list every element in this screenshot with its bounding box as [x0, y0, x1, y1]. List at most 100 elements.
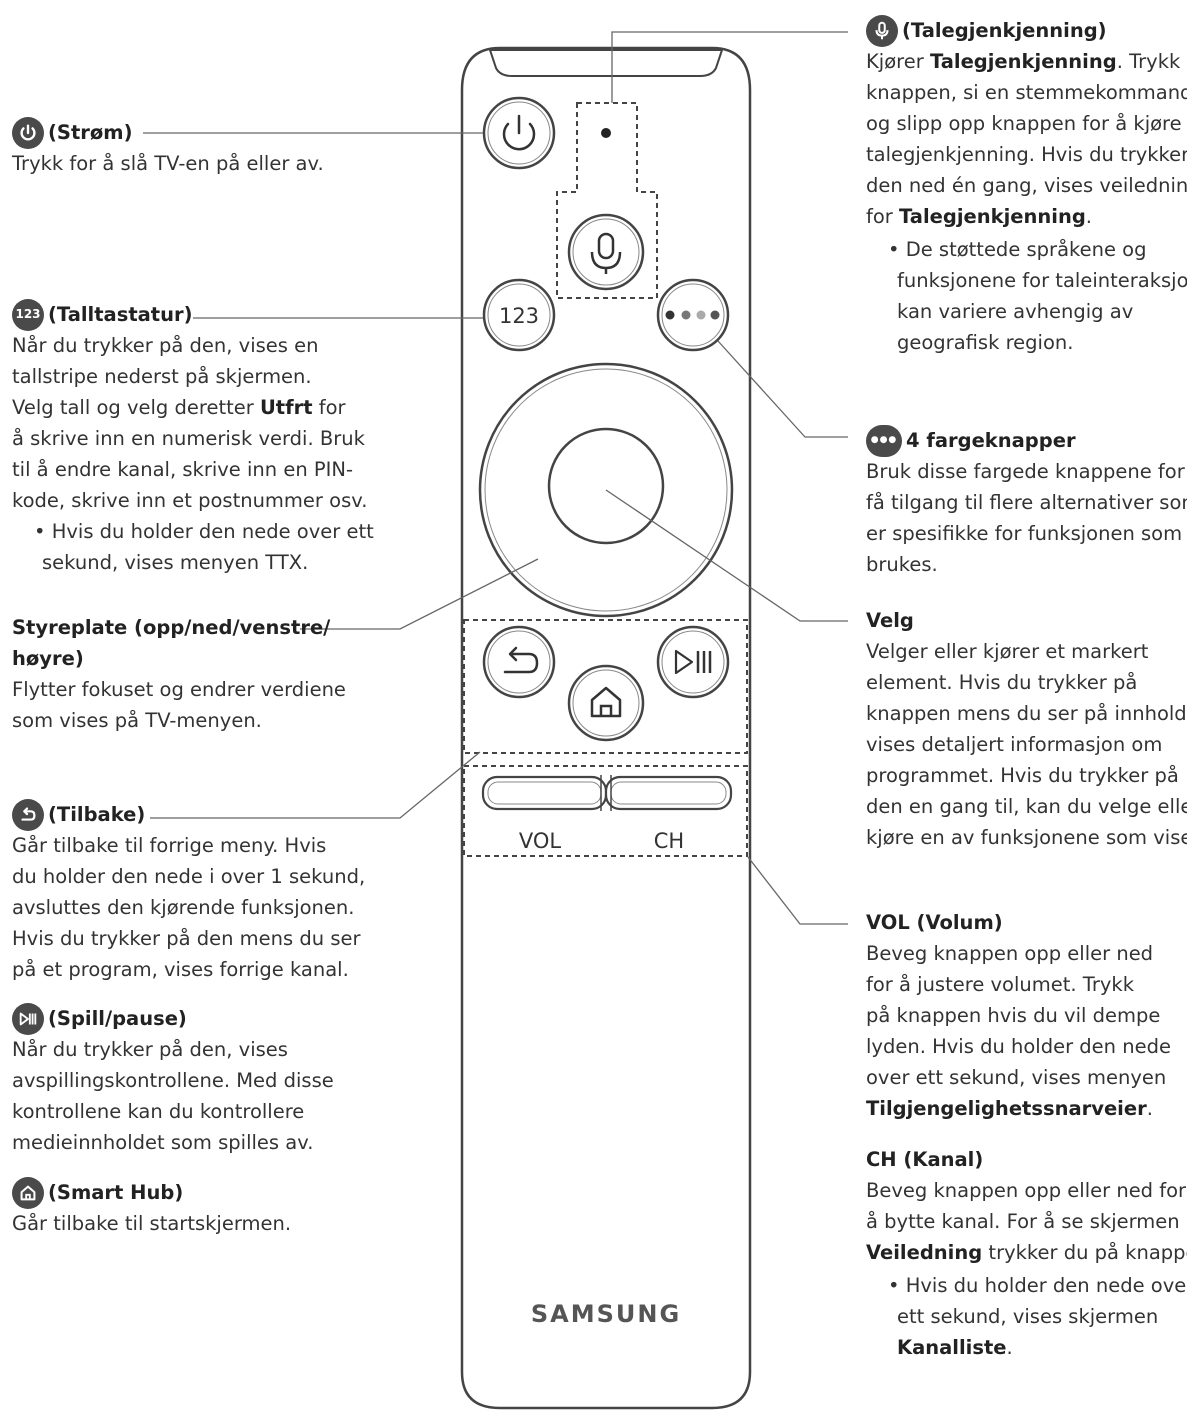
color-buttons-icon: ●●●: [866, 424, 902, 457]
numpad-text: Når du trykker på den, vises en: [12, 334, 319, 357]
color-dot-icon: [696, 310, 706, 320]
playpause-description: (Spill/pause) Når du trykker på den, vis…: [12, 1002, 334, 1158]
playpause-title: (Spill/pause): [48, 1007, 187, 1030]
color-dot-icon: [665, 310, 675, 320]
top-slot: [488, 49, 724, 77]
volume-text: Tilgjengelighetssnarveier.: [866, 1097, 1153, 1120]
back-arrow-icon: [12, 798, 44, 831]
voice-bullet: geografisk region.: [897, 331, 1074, 354]
back-title: (Tilbake): [48, 803, 146, 826]
voice-heading: (Talegjenkjenning): [866, 14, 1187, 47]
colorbuttons-description: ●●● 4 fargeknapper Bruk disse fargede kn…: [866, 424, 1187, 580]
channel-description: CH (Kanal) Beveg knappen opp eller ned f…: [866, 1144, 1187, 1363]
color-buttons[interactable]: [656, 278, 730, 352]
mic-dashed-area: [556, 102, 658, 299]
remote-body: [460, 46, 752, 1410]
voice-title: (Talegjenkjenning): [902, 19, 1107, 42]
numpad-title: (Talltastatur): [48, 303, 193, 326]
playpause-text: kontrollene kan du kontrollere: [12, 1100, 305, 1123]
color-dot-icon: [681, 310, 691, 320]
back-button[interactable]: [482, 625, 556, 699]
touchpad-heading: Styreplate (opp/ned/venstre/: [12, 616, 331, 639]
microphone-icon: [597, 232, 615, 260]
playpause-text: medieinnholdet som spilles av.: [12, 1131, 314, 1154]
leader-lines: [143, 31, 848, 925]
volume-rocker[interactable]: [481, 775, 608, 811]
channel-text: å bytte kanal. For å se skjermen: [866, 1210, 1180, 1233]
back-text: på et program, vises forrige kanal.: [12, 958, 349, 981]
smarthub-title: (Smart Hub): [48, 1181, 184, 1204]
select-text: kjøre en av funksjonene som vises.: [866, 826, 1187, 849]
volume-text: lyden. Hvis du holder den nede: [866, 1035, 1171, 1058]
touchpad-heading: høyre): [12, 647, 84, 670]
select-text: element. Hvis du trykker på: [866, 671, 1138, 694]
volume-text: Beveg knappen opp eller ned: [866, 942, 1154, 965]
numpad-button[interactable]: 123: [482, 278, 556, 352]
ch-label: CH: [654, 829, 684, 853]
back-text: Går tilbake til forrige meny. Hvis: [12, 834, 327, 857]
channel-rocker[interactable]: [604, 775, 733, 811]
touchpad-text: som vises på TV-menyen.: [12, 709, 262, 732]
numpad-button-label: 123: [499, 304, 539, 328]
play-pause-button[interactable]: [656, 625, 730, 699]
back-description: (Tilbake) Går tilbake til forrige meny. …: [12, 798, 366, 985]
select-text: programmet. Hvis du trykker på: [866, 764, 1179, 787]
power-description: (Strøm) Trykk for å slå TV-en på eller a…: [12, 116, 324, 179]
voice-bullet: • De støttede språkene og: [888, 238, 1147, 261]
numpad-text: til å endre kanal, skrive inn en PIN-: [12, 458, 354, 481]
back-text: du holder den nede i over 1 sekund,: [12, 865, 366, 888]
playpause-text: avspillingskontrollene. Med disse: [12, 1069, 334, 1092]
smarthub-heading: (Smart Hub): [12, 1176, 291, 1209]
volume-text: over ett sekund, vises menyen: [866, 1066, 1167, 1089]
microphone-icon: [866, 14, 898, 47]
colorbuttons-heading: ●●● 4 fargeknapper: [866, 424, 1187, 457]
power-title: (Strøm): [48, 121, 133, 144]
colorbuttons-text: Bruk disse fargede knappene for å: [866, 460, 1187, 483]
numpad-bullet: • Hvis du holder den nede over ett: [34, 520, 374, 543]
volume-text: på knappen hvis du vil dempe: [866, 1004, 1161, 1027]
back-text: avsluttes den kjørende funksjonen.: [12, 896, 355, 919]
channel-text: Veiledning trykker du på knappen.: [866, 1241, 1187, 1264]
select-text: den en gang til, kan du velge eller: [866, 795, 1187, 818]
power-icon: [12, 116, 44, 149]
power-text: Trykk for å slå TV-en på eller av.: [12, 152, 324, 175]
channel-heading: CH (Kanal): [866, 1148, 984, 1171]
channel-text: Beveg knappen opp eller ned for: [866, 1179, 1187, 1202]
select-text: Velger eller kjører et markert: [866, 640, 1149, 663]
numpad-text: å skrive inn en numerisk verdi. Bruk: [12, 427, 365, 450]
numpad-description: 123 (Talltastatur) Når du trykker på den…: [12, 298, 374, 578]
voice-text: for Talegjenkjenning.: [866, 205, 1092, 228]
back-text: Hvis du trykker på den mens du ser: [12, 927, 361, 950]
colorbuttons-text: er spesifikke for funksjonen som: [866, 522, 1183, 545]
home-button[interactable]: [567, 664, 645, 742]
voice-text: knappen, si en stemmekommando: [866, 81, 1187, 104]
smarthub-text: Går tilbake til startskjermen.: [12, 1212, 292, 1235]
numpad-text: kode, skrive inn et postnummer osv.: [12, 489, 368, 512]
channel-bullet: Kanalliste.: [897, 1336, 1013, 1359]
smarthub-description: (Smart Hub) Går tilbake til startskjerme…: [12, 1176, 292, 1239]
numpad-heading: 123 (Talltastatur): [12, 298, 374, 331]
select-button[interactable]: [547, 427, 665, 545]
brand-logo: SAMSUNG: [531, 1300, 681, 1328]
voice-text: og slipp opp knappen for å kjøre: [866, 112, 1182, 135]
playpause-heading: (Spill/pause): [12, 1002, 334, 1035]
colorbuttons-title: 4 fargeknapper: [906, 429, 1076, 452]
color-dot-icon: [710, 310, 720, 320]
vol-ch-dashed-area: [463, 765, 748, 857]
back-heading: (Tilbake): [12, 798, 365, 831]
channel-bullet: • Hvis du holder den nede over: [888, 1274, 1187, 1297]
vol-label: VOL: [519, 829, 562, 853]
voice-text: talegjenkjenning. Hvis du trykker: [866, 143, 1187, 166]
numpad-icon: 123: [12, 298, 44, 331]
touchpad-text: Flytter fokuset og endrer verdiene: [12, 678, 346, 701]
voice-description: (Talegjenkjenning) Kjører Talegjenkjenni…: [866, 14, 1187, 358]
volume-description: VOL (Volum) Beveg knappen opp eller ned …: [866, 907, 1171, 1124]
voice-text: den ned én gang, vises veiledningen: [866, 174, 1187, 197]
volume-text: for å justere volumet. Trykk: [866, 973, 1134, 996]
power-button[interactable]: [482, 96, 556, 170]
voice-button[interactable]: [567, 213, 645, 291]
numpad-text: Velg tall og velg deretter Utfrt for: [12, 396, 346, 419]
playpause-text: Når du trykker på den, vises: [12, 1038, 288, 1061]
play-pause-icon: [12, 1002, 44, 1035]
